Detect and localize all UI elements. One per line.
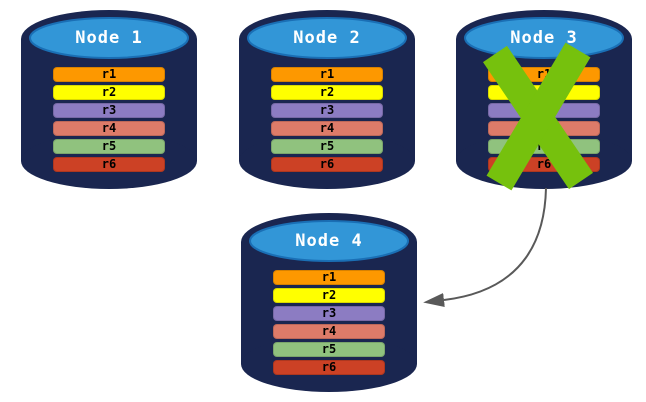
node-4: Node 4 r1 r2 r3 r4 r5 r6 [240,210,418,396]
replica-bar-r4: r4 [271,121,383,136]
replica-list: r1 r2 r3 r4 r5 r6 [273,270,385,378]
node-title: Node 4 [295,231,363,251]
replica-bar-r5: r5 [53,139,165,154]
node-title: Node 2 [293,28,361,48]
replica-bar-r4: r4 [53,121,165,136]
replica-label: r4 [319,121,335,135]
replica-label: r3 [101,103,117,117]
node-3: Node 3 r1 r2 r3 r4 r5 r6 [455,7,633,193]
replica-label: r1 [319,67,335,81]
replica-bar-r2: r2 [53,85,165,100]
replica-bar-r2: r2 [271,85,383,100]
replica-label: r6 [101,157,117,171]
replica-bar-r5: r5 [273,342,385,357]
replica-label: r3 [321,306,337,320]
replica-bar-r3: r3 [273,306,385,321]
replica-label: r5 [101,139,117,153]
x-mark-icon [482,42,594,191]
replica-bar-r1: r1 [271,67,383,82]
replica-bar-r3: r3 [271,103,383,118]
replica-bar-r1: r1 [53,67,165,82]
replica-label: r5 [321,342,337,356]
replica-bar-r1: r1 [273,270,385,285]
replica-label: r4 [321,324,337,338]
node-title: Node 3 [510,28,578,48]
replica-bar-r5: r5 [271,139,383,154]
replica-bar-r6: r6 [271,157,383,172]
replica-list: r1 r2 r3 r4 r5 r6 [53,67,165,175]
replica-label: r2 [319,85,335,99]
replica-label: r1 [101,67,117,81]
node-2: Node 2 r1 r2 r3 r4 r5 r6 [238,7,416,193]
replica-label: r2 [101,85,117,99]
replica-bar-r6: r6 [53,157,165,172]
replica-label: r3 [319,103,335,117]
replica-label: r6 [536,157,552,171]
replica-label: r5 [319,139,335,153]
replica-label: r1 [321,270,337,284]
replica-label: r6 [319,157,335,171]
replica-bar-r4: r4 [273,324,385,339]
node-title: Node 1 [75,28,143,48]
replica-label: r2 [321,288,337,302]
replica-list: r1 r2 r3 r4 r5 r6 [271,67,383,175]
replica-bar-r2: r2 [273,288,385,303]
replica-label: r4 [101,121,117,135]
replica-label: r6 [321,360,337,374]
replica-bar-r3: r3 [53,103,165,118]
replica-bar-r6: r6 [273,360,385,375]
node-1: Node 1 r1 r2 r3 r4 r5 r6 [20,7,198,193]
